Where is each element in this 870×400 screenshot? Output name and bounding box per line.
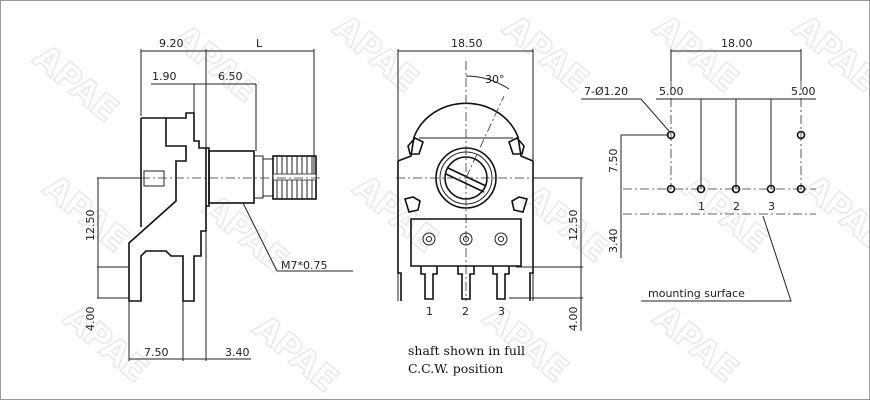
svg-text:APAE: APAE	[345, 167, 446, 260]
note-line-1: shaft shown in full	[408, 343, 525, 358]
dim-5-00-right: 5.00	[791, 85, 816, 98]
svg-text:APAE: APAE	[515, 177, 616, 270]
dim-7-50: 7.50	[144, 346, 169, 359]
svg-text:APAE: APAE	[325, 7, 426, 100]
dim-4-00: 4.00	[84, 307, 97, 332]
svg-text:APAE: APAE	[495, 7, 596, 100]
front-view: 18.50 30° 12.50 4.00 1 2 3 shaft shown i…	[396, 37, 583, 376]
dim-3-40-pcb: 3.40	[607, 229, 620, 254]
mounting-surface-label: mounting surface	[648, 287, 745, 300]
thread-label: M7*0.75	[281, 259, 327, 272]
dim-12-50: 12.50	[84, 210, 97, 242]
pin-label-1: 1	[426, 305, 433, 318]
watermarks: APAE APAE APAE APAE APAE APAE APAE APAE …	[24, 7, 869, 400]
dim-5-00-left: 5.00	[659, 85, 684, 98]
pin-label-2: 2	[462, 305, 469, 318]
note-line-2: C.C.W. position	[408, 361, 503, 376]
svg-text:APAE: APAE	[55, 297, 156, 390]
svg-text:APAE: APAE	[245, 307, 346, 400]
svg-text:APAE: APAE	[25, 37, 126, 130]
pcb-layout: 18.00 5.00 5.00 7-Ø1.20 7.50 3.40 1 2 3 …	[581, 37, 816, 302]
pcb-pin-3: 3	[768, 200, 775, 213]
svg-text:APAE: APAE	[165, 17, 266, 110]
dim-1-90: 1.90	[152, 70, 177, 83]
dim-L: L	[256, 37, 263, 50]
pcb-pin-1: 1	[698, 200, 705, 213]
dim-12-50-front: 12.50	[567, 210, 580, 242]
pcb-holes	[666, 130, 806, 194]
side-view: 9.20 L 1.90 6.50 12.50 4.00 7.50 3.40 M7…	[84, 37, 353, 361]
dim-6-50: 6.50	[218, 70, 243, 83]
dim-18-50: 18.50	[451, 37, 483, 50]
dim-9-20: 9.20	[159, 37, 184, 50]
hole-spec: 7-Ø1.20	[584, 85, 628, 98]
dim-18-00: 18.00	[721, 37, 753, 50]
dim-7-50-pcb: 7.50	[607, 149, 620, 174]
dim-3-40: 3.40	[225, 346, 250, 359]
dim-4-00-front: 4.00	[567, 307, 580, 332]
angle-30: 30°	[485, 73, 505, 86]
svg-text:APAE: APAE	[645, 297, 746, 390]
pcb-pin-2: 2	[733, 200, 740, 213]
pin-label-3: 3	[498, 305, 505, 318]
